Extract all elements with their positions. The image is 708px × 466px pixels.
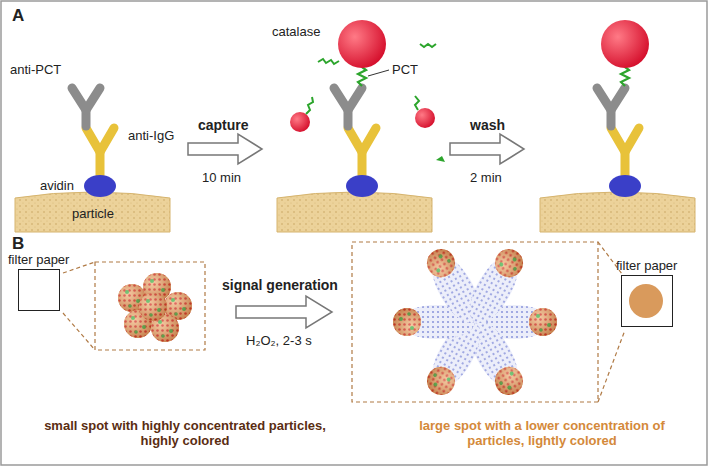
node-label: filter paper — [8, 252, 69, 267]
paper-square — [18, 269, 60, 311]
part-label: anti-IgG — [128, 128, 174, 143]
particle-cluster — [118, 273, 192, 342]
part-label: catalase — [272, 24, 320, 39]
panel-letter: A — [12, 6, 24, 25]
panel-letter: B — [12, 234, 24, 253]
step-time: 10 min — [202, 170, 241, 185]
step-time: 2 min — [470, 170, 502, 185]
leader-line — [368, 70, 389, 76]
part-label: avidin — [40, 178, 74, 193]
free-molecules — [290, 44, 445, 162]
stage-washed — [540, 88, 695, 232]
step-label: signal generation — [222, 278, 338, 293]
step-time: H₂O₂, 2-3 s — [246, 333, 312, 348]
filter-paper: filter paper — [616, 258, 677, 327]
part-label: PCT — [392, 62, 418, 77]
step-label: capture — [198, 118, 249, 133]
step-label: wash — [470, 118, 505, 133]
spread-pattern — [393, 242, 557, 401]
node-label: filter paper — [616, 258, 677, 273]
captured-catalase — [338, 20, 386, 86]
result-text: large spot with a lower concentration of… — [392, 418, 692, 448]
zoom-lines — [63, 242, 625, 402]
stage-initial — [15, 88, 170, 232]
paper-square — [621, 275, 673, 327]
part-label: anti-PCT — [10, 62, 61, 77]
filter-paper: filter paper — [8, 252, 69, 311]
part-label: particle — [72, 206, 114, 221]
spot — [34, 286, 42, 294]
stage-capture — [277, 88, 432, 232]
result-text: small spot with highly concentrated part… — [40, 418, 330, 448]
captured-catalase — [601, 20, 649, 86]
spot — [629, 284, 663, 318]
